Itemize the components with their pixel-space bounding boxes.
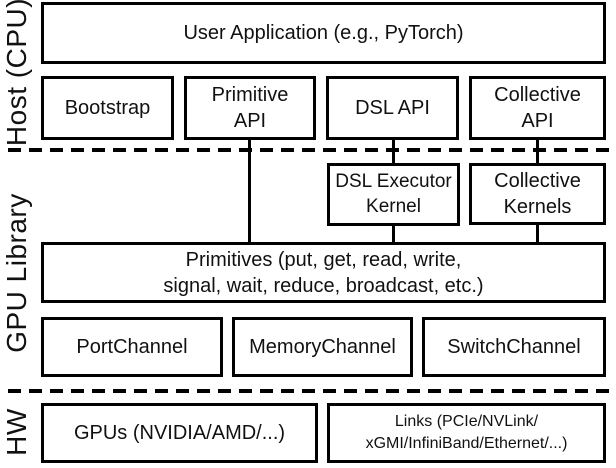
user-application-box: User Application (e.g., PyTorch) <box>41 2 606 64</box>
host-gpu-separator-line <box>8 148 616 152</box>
collective-api-box: Collective API <box>469 76 606 140</box>
memory-channel-box: MemoryChannel <box>232 317 413 377</box>
collective-kernels-box: Collective Kernels <box>469 163 606 225</box>
executor-to-primitives-connector <box>392 226 395 242</box>
section-label-host-cpu: Host (CPU) <box>1 0 32 147</box>
primitive-api-box: Primitive API <box>184 76 316 140</box>
bootstrap-box: Bootstrap <box>41 76 174 140</box>
collective-api-to-kernels-connector <box>536 140 539 163</box>
links-box: Links (PCIe/NVLink/ xGMI/InfiniBand/Ethe… <box>327 403 606 463</box>
gpu-hw-separator-line <box>8 389 616 393</box>
dsl-api-box: DSL API <box>326 76 459 140</box>
gpus-box: GPUs (NVIDIA/AMD/...) <box>41 403 318 463</box>
primitives-box: Primitives (put, get, read, write, signa… <box>41 242 606 303</box>
kernels-to-primitives-connector <box>536 225 539 242</box>
switch-channel-box: SwitchChannel <box>422 317 606 377</box>
dsl-api-to-executor-connector <box>392 140 395 163</box>
section-label-hw: HW <box>1 408 32 456</box>
port-channel-box: PortChannel <box>41 317 223 377</box>
primitive-api-to-primitives-connector <box>248 140 251 242</box>
section-label-gpu-library: GPU Library <box>1 193 32 353</box>
dsl-executor-kernel-box: DSL Executor Kernel <box>327 163 460 226</box>
